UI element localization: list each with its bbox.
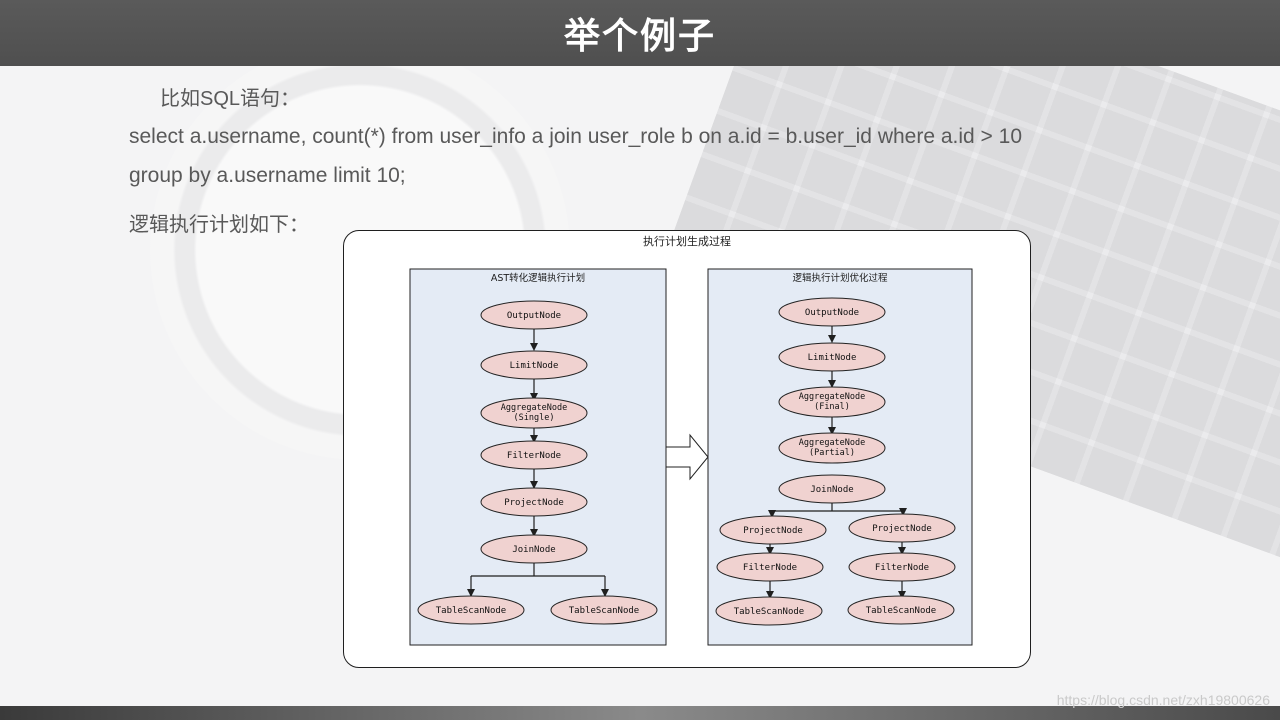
svg-text:JoinNode: JoinNode bbox=[512, 545, 555, 555]
svg-text:FilterNode: FilterNode bbox=[507, 451, 561, 461]
left-panel-title: AST转化逻辑执行计划 bbox=[491, 272, 585, 284]
svg-text:AggregateNode: AggregateNode bbox=[799, 392, 866, 402]
right-project-node-2: ProjectNode bbox=[848, 513, 956, 543]
diagram-canvas: 执行计划生成过程 AST转化逻辑执行计划 OutputNode LimitNod… bbox=[409, 234, 973, 646]
right-panel: 逻辑执行计划优化过程 OutputNode LimitNode bbox=[707, 268, 973, 646]
svg-text:LimitNode: LimitNode bbox=[808, 353, 857, 363]
right-join-node: JoinNode bbox=[778, 474, 886, 504]
right-filter-node-2: FilterNode bbox=[848, 552, 956, 582]
right-aggregate-final-node: AggregateNode (Final) bbox=[778, 386, 886, 418]
left-tablescan-node-2: TableScanNode bbox=[550, 595, 658, 625]
svg-text:(Partial): (Partial) bbox=[809, 448, 855, 458]
svg-text:FilterNode: FilterNode bbox=[875, 563, 929, 573]
sql-line-1: select a.username, count(*) from user_in… bbox=[129, 125, 1023, 148]
sql-line-2: group by a.username limit 10; bbox=[129, 164, 406, 187]
svg-text:(Final): (Final) bbox=[814, 402, 850, 412]
right-panel-title: 逻辑执行计划优化过程 bbox=[792, 272, 888, 284]
svg-text:TableScanNode: TableScanNode bbox=[734, 607, 804, 617]
slide-title: 举个例子 bbox=[563, 16, 716, 57]
svg-text:OutputNode: OutputNode bbox=[805, 308, 859, 318]
left-join-node: JoinNode bbox=[480, 534, 588, 564]
svg-text:(Single): (Single) bbox=[514, 413, 555, 423]
svg-text:TableScanNode: TableScanNode bbox=[866, 606, 936, 616]
svg-text:ProjectNode: ProjectNode bbox=[743, 526, 803, 536]
left-filter-node: FilterNode bbox=[480, 440, 588, 470]
left-aggregate-node: AggregateNode (Single) bbox=[480, 397, 588, 429]
plan-label: 逻辑执行计划如下： bbox=[129, 214, 309, 236]
svg-text:TableScanNode: TableScanNode bbox=[436, 606, 506, 616]
right-tablescan-node-1: TableScanNode bbox=[715, 596, 823, 626]
svg-text:OutputNode: OutputNode bbox=[507, 311, 561, 321]
right-filter-node-1: FilterNode bbox=[716, 552, 824, 582]
diagram-title: 执行计划生成过程 bbox=[643, 234, 731, 248]
svg-text:ProjectNode: ProjectNode bbox=[504, 498, 564, 508]
left-limit-node: LimitNode bbox=[480, 350, 588, 380]
right-tablescan-node-2: TableScanNode bbox=[847, 595, 955, 625]
svg-text:ProjectNode: ProjectNode bbox=[872, 524, 932, 534]
svg-text:AggregateNode: AggregateNode bbox=[799, 438, 866, 448]
left-tablescan-node-1: TableScanNode bbox=[417, 595, 525, 625]
right-aggregate-partial-node: AggregateNode (Partial) bbox=[778, 432, 886, 464]
left-panel: AST转化逻辑执行计划 OutputNode LimitNode Aggrega… bbox=[409, 268, 667, 646]
footer-bar bbox=[0, 706, 1280, 720]
svg-text:LimitNode: LimitNode bbox=[510, 361, 559, 371]
execution-plan-diagram: 执行计划生成过程 AST转化逻辑执行计划 OutputNode LimitNod… bbox=[343, 230, 1031, 668]
right-project-node-1: ProjectNode bbox=[719, 515, 827, 545]
svg-text:AggregateNode: AggregateNode bbox=[501, 403, 568, 413]
svg-text:FilterNode: FilterNode bbox=[743, 563, 797, 573]
right-limit-node: LimitNode bbox=[778, 342, 886, 372]
watermark-url: https://blog.csdn.net/zxh19800626 bbox=[1056, 692, 1270, 708]
intro-text: 比如SQL语句： bbox=[160, 88, 301, 110]
transition-arrow bbox=[665, 433, 709, 481]
right-output-node: OutputNode bbox=[778, 297, 886, 327]
left-output-node: OutputNode bbox=[480, 300, 588, 330]
svg-text:JoinNode: JoinNode bbox=[810, 485, 853, 495]
left-project-node: ProjectNode bbox=[480, 487, 588, 517]
title-bar: 举个例子 bbox=[0, 0, 1280, 66]
svg-text:TableScanNode: TableScanNode bbox=[569, 606, 639, 616]
